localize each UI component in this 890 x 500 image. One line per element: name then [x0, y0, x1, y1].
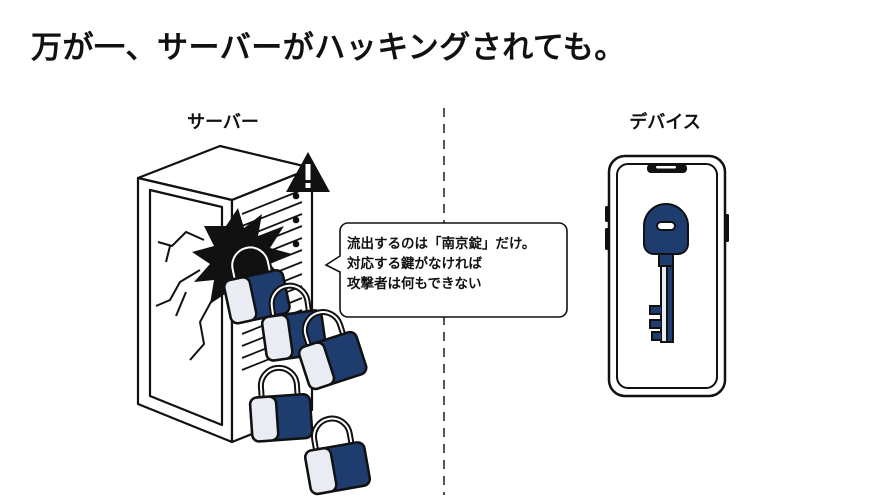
padlock-icon [297, 309, 368, 391]
callout-bubble [324, 222, 568, 318]
breach-hole [155, 208, 292, 361]
callout-text: 流出するのは「南京錠」だけ。 対応する鍵がなければ 攻撃者は何もできない [347, 234, 557, 294]
server-label: サーバー [187, 112, 259, 133]
slide-title: 万が一、サーバーがハッキングされても。 [31, 30, 626, 66]
rack-led [292, 240, 300, 248]
rack-led [292, 216, 300, 224]
callout-line: 流出するのは「南京錠」だけ。 [347, 236, 536, 252]
warning-icon [286, 152, 330, 192]
callout-line: 攻撃者は何もできない [347, 276, 482, 292]
device-label: デバイス [629, 112, 701, 133]
callout-line: 対応する鍵がなければ [347, 256, 482, 272]
rack-led [292, 192, 300, 200]
key-icon [643, 203, 689, 343]
padlock-icon [248, 364, 314, 443]
padlock-icon [304, 415, 372, 496]
